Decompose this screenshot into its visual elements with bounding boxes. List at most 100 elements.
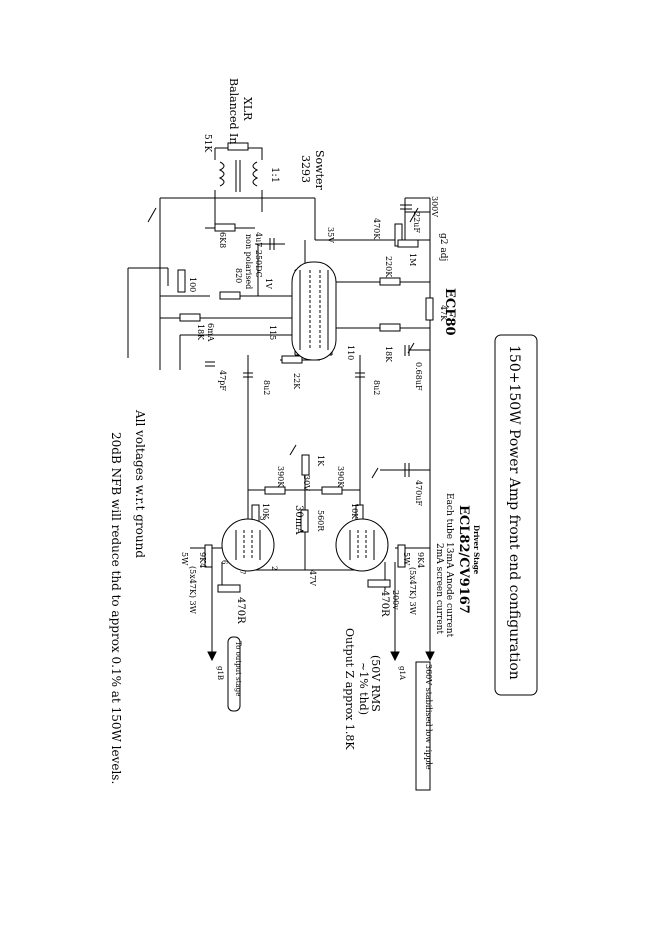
pin3-left: 3 bbox=[258, 516, 266, 520]
v115-label: 115 bbox=[268, 325, 277, 340]
resistor-18k-top bbox=[379, 323, 401, 332]
components bbox=[177, 142, 538, 791]
sowter-part-label: 3293 bbox=[299, 155, 312, 183]
r9k4-right-label: 9K4 bbox=[416, 552, 425, 568]
r560r-label: 560R bbox=[316, 510, 325, 532]
balanced-in-label: Balanced In bbox=[227, 78, 240, 144]
resistor-390k-left bbox=[264, 486, 286, 495]
r470-right-label: 470R bbox=[379, 590, 390, 617]
c470-label: 470uF bbox=[414, 480, 423, 506]
c8u2-right-label: 8u2 bbox=[372, 380, 381, 395]
to-output-label: To output stage bbox=[234, 641, 242, 696]
v30-label: 30V bbox=[302, 475, 311, 491]
r47k-label: 47K bbox=[439, 305, 448, 322]
resistor-51k bbox=[227, 142, 249, 151]
resistor-18k bbox=[179, 313, 201, 322]
v200-label: 200v bbox=[391, 590, 400, 610]
title-box bbox=[494, 334, 538, 696]
w5-right-label: 5W bbox=[402, 552, 411, 566]
v360-label: 360V stabilised low ripple bbox=[424, 664, 433, 770]
c22uf-label: 22uF bbox=[412, 212, 421, 233]
r1k-label: 1K bbox=[316, 455, 325, 467]
v300-label: 300V bbox=[430, 196, 439, 217]
r390k-left-label: 390K bbox=[276, 466, 285, 488]
resistor-22k bbox=[281, 355, 303, 364]
page-title: 150+150W Power Amp front end configurati… bbox=[506, 345, 522, 680]
c068-label: 0.68uF bbox=[414, 362, 423, 391]
transformer-primary bbox=[218, 161, 225, 187]
r51k-label: 51K bbox=[202, 134, 212, 152]
r220k-label: 220K bbox=[384, 256, 393, 278]
r820-label: 820 bbox=[234, 268, 243, 283]
r18k-top-label: 18K bbox=[384, 346, 393, 363]
ground-marks bbox=[147, 207, 419, 479]
ecf80-envelope bbox=[291, 261, 337, 361]
r100-label: 100 bbox=[188, 277, 197, 292]
ground-note: All voltages w.r.t ground bbox=[133, 409, 147, 558]
g2-adj-label: g2 adj bbox=[438, 233, 448, 261]
ratio-label: 1:1 bbox=[269, 167, 280, 183]
output-stage-box bbox=[227, 636, 241, 712]
r390k-right-label: 390K bbox=[336, 466, 345, 488]
labels: 150+150W Power Amp front end configurati… bbox=[109, 78, 522, 784]
r1m-label: 1M bbox=[408, 253, 417, 266]
resistor-6k8 bbox=[214, 223, 236, 232]
r22k-label: 22K bbox=[292, 373, 301, 390]
resistor-390k-right bbox=[321, 486, 343, 495]
pin7-left: 7 bbox=[238, 570, 246, 574]
resistor-820 bbox=[219, 291, 241, 300]
ecl82-right-envelope bbox=[335, 518, 389, 572]
resistor-9k4-right bbox=[397, 544, 406, 568]
c47pf-label: 47pF bbox=[218, 370, 227, 391]
v110-label: 110 bbox=[346, 345, 355, 360]
g1b-label: g1B bbox=[216, 666, 224, 680]
c8u2-left-label: 8u2 bbox=[262, 380, 271, 395]
resistor-470r-right bbox=[367, 579, 391, 588]
v35-label: 35V bbox=[326, 227, 335, 243]
output-swing-note: (50V RMS bbox=[369, 655, 382, 712]
cap-4u7-label: 4u7 250DC bbox=[254, 232, 263, 278]
resistor-220k bbox=[379, 277, 401, 286]
resistor-47k bbox=[425, 297, 434, 321]
r470k-label: 470K bbox=[372, 218, 381, 240]
cap-nonpol-label: non polarised bbox=[244, 234, 253, 289]
supply-arrow bbox=[425, 651, 435, 662]
pin2-left: 2 bbox=[270, 566, 278, 570]
i6ma-label: 6mA bbox=[206, 323, 215, 342]
ecl82-label: ECL82/CV9167 bbox=[456, 505, 471, 614]
r10k-right-label: 10K bbox=[350, 503, 359, 520]
r9k4-left-label: 9K4 bbox=[198, 552, 207, 568]
thd-note: ~1% thd) bbox=[357, 662, 370, 715]
resistor-9k4-left bbox=[204, 544, 213, 568]
anode-current-label: Each tube 13mA Anode current bbox=[444, 493, 454, 638]
resistor-470r-left bbox=[217, 584, 241, 593]
xlr-label: XLR bbox=[241, 97, 254, 121]
supply-label-box bbox=[415, 661, 431, 791]
pot-1m bbox=[397, 239, 419, 248]
output-z-note: Output Z approx 1.8K bbox=[343, 628, 356, 750]
v1-label: 1V bbox=[264, 278, 273, 289]
w5-left-label: 5W bbox=[180, 552, 189, 566]
v47-label: 47V bbox=[308, 570, 317, 586]
resistor-1k bbox=[301, 454, 310, 476]
g1a-label: g1A bbox=[398, 666, 406, 681]
screen-current-label: 2mA screen current bbox=[434, 543, 444, 634]
resistor-560r bbox=[300, 509, 309, 533]
pin6-left: 6 bbox=[220, 560, 228, 565]
r10k-left-label: 10K bbox=[261, 503, 270, 520]
ecf80-label: ECF80 bbox=[442, 288, 457, 336]
ecl82-left-envelope bbox=[221, 518, 275, 572]
transformer-secondary bbox=[252, 161, 259, 187]
r9k4-right-note: (5x47K) 3W bbox=[408, 567, 417, 616]
sowter-label: Sowter bbox=[313, 150, 326, 191]
r470-left-label: 470R bbox=[235, 597, 246, 624]
nfb-note: 20dB NFB will reduce thd to approx 0.1% … bbox=[109, 432, 123, 784]
r9k4-left-note: (5x47K) 3W bbox=[188, 566, 197, 615]
r18k-label: 18K bbox=[196, 324, 205, 341]
i30ma-label: 30mA bbox=[293, 505, 304, 535]
driver-stage-label: Driver Stage bbox=[472, 525, 481, 575]
resistor-100 bbox=[177, 269, 186, 293]
r6k8-label: 6K8 bbox=[218, 232, 227, 248]
